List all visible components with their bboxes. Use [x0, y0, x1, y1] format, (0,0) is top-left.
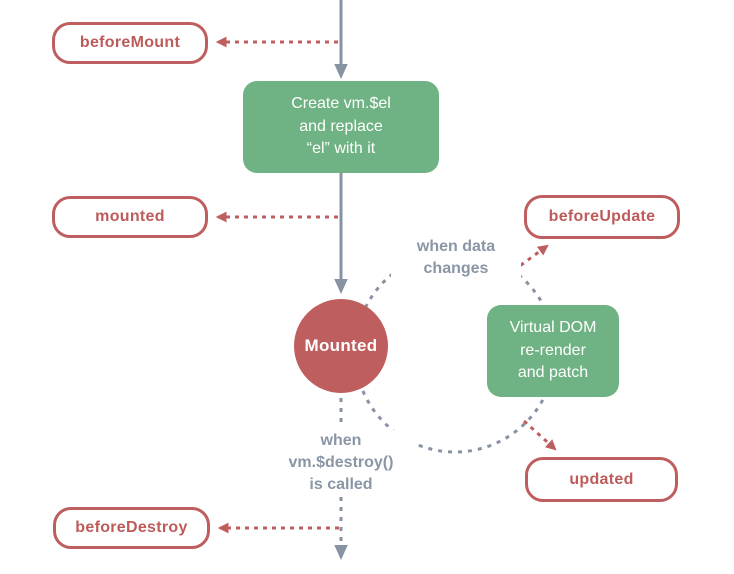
node-beforeDestroy: beforeDestroy: [53, 507, 210, 549]
node-virtual-dom-rerender: Virtual DOM re-render and patch: [487, 305, 619, 397]
node-beforeMount: beforeMount: [52, 22, 208, 64]
note-when-destroy-called: when vm.$destroy() is called: [266, 430, 416, 496]
note-when-data-changes: when data changes: [391, 236, 521, 280]
node-beforeUpdate: beforeUpdate: [524, 195, 680, 239]
arrow-to-updated: [522, 419, 557, 451]
node-updated: updated: [525, 457, 678, 502]
node-mounted-state: Mounted: [294, 299, 388, 393]
node-mounted-hook: mounted: [52, 196, 208, 238]
node-create-vm-el: Create vm.$el and replace “el” with it: [243, 81, 439, 173]
